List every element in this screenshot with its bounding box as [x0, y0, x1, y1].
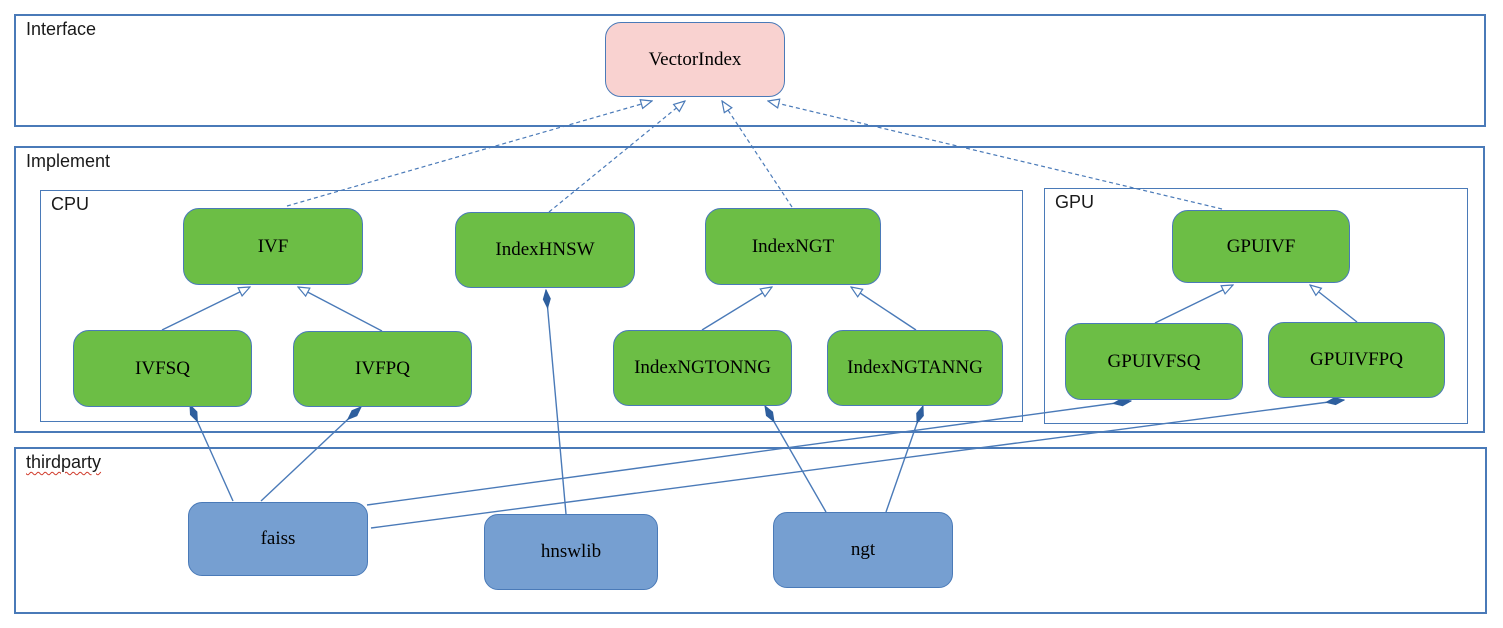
edge-realization-indexngt-vectorindex	[722, 101, 793, 208]
section-thirdparty[interactable]: thirdparty	[14, 447, 1487, 614]
node-indexngtanng[interactable]: IndexNGTANNG	[827, 330, 1003, 406]
node-ivf[interactable]: IVF	[183, 208, 363, 285]
edge-composition-ivfpq-faiss	[260, 407, 361, 502]
edge-realization-ivf-vectorindex	[286, 101, 652, 207]
edge-composition-ivfsq-faiss	[189, 405, 234, 502]
section-implement-label: Implement	[26, 151, 111, 171]
edge-generalization-gpuivfpq-gpuivf	[1310, 285, 1358, 323]
node-indexngtonng[interactable]: IndexNGTONNG	[613, 330, 792, 406]
edge-realization-gpuivf-vectorindex	[768, 101, 1223, 210]
node-indexngt[interactable]: IndexNGT	[705, 208, 881, 285]
edge-generalization-gpuivfsq-gpuivf	[1154, 285, 1233, 324]
node-gpuivf[interactable]: GPUIVF	[1172, 210, 1350, 283]
node-indexngt-label: IndexNGT	[751, 235, 835, 257]
node-ivfsq-label: IVFSQ	[135, 357, 190, 379]
node-hnswlib[interactable]: hnswlib	[484, 514, 658, 590]
node-vectorindex[interactable]: VectorIndex	[605, 22, 785, 97]
section-gpu-label: GPU	[1055, 192, 1095, 212]
node-indexhnsw-label: IndexHNSW	[495, 239, 595, 260]
section-interface[interactable]: Interface	[14, 14, 1486, 127]
section-thirdparty-label: thirdparty	[26, 452, 102, 472]
edge-generalization-indexngtanng-indexngt	[851, 287, 917, 331]
section-cpu[interactable]: CPU	[40, 190, 1023, 422]
section-implement[interactable]: Implement	[14, 146, 1485, 433]
node-faiss[interactable]: faiss	[188, 502, 368, 576]
edge-composition-gpuivfpq-faiss	[370, 400, 1344, 529]
node-ngt[interactable]: ngt	[773, 512, 953, 588]
node-indexngtanng-label: IndexNGTANNG	[847, 357, 983, 378]
node-ivfpq[interactable]: IVFPQ	[293, 331, 472, 407]
node-ngt-label: ngt	[850, 539, 876, 560]
node-faiss-label: faiss	[260, 528, 296, 549]
edge-generalization-ivfpq-ivf	[298, 287, 383, 332]
node-gpuivfsq-label: GPUIVFSQ	[1107, 350, 1201, 372]
edge-realization-indexhnsw-vectorindex	[548, 101, 685, 213]
section-cpu-label: CPU	[51, 194, 90, 214]
node-gpuivf-label: GPUIVF	[1226, 235, 1296, 257]
node-hnswlib-label: hnswlib	[540, 541, 602, 562]
node-indexngtonng-label: IndexNGTONNG	[634, 357, 771, 378]
node-indexhnsw[interactable]: IndexHNSW	[455, 212, 635, 288]
section-interface-label: Interface	[26, 19, 97, 39]
node-vectorindex-label: VectorIndex	[648, 48, 742, 70]
section-gpu[interactable]: GPU	[1044, 188, 1468, 424]
node-gpuivfpq[interactable]: GPUIVFPQ	[1268, 322, 1445, 398]
edge-generalization-indexngtonng-indexngt	[701, 287, 772, 331]
node-gpuivfsq[interactable]: GPUIVFSQ	[1065, 323, 1243, 400]
node-ivfpq-label: IVFPQ	[355, 358, 410, 379]
edge-composition-indexhnsw-hnswlib	[546, 290, 567, 515]
edge-composition-indexngtanng-ngt	[885, 406, 923, 513]
edge-composition-gpuivfsq-faiss	[366, 401, 1131, 506]
edge-composition-indexngtonng-ngt	[765, 406, 827, 513]
node-ivf-label: IVF	[257, 235, 289, 257]
edge-generalization-ivfsq-ivf	[161, 287, 250, 331]
node-gpuivfpq-label: GPUIVFPQ	[1310, 349, 1403, 370]
node-ivfsq[interactable]: IVFSQ	[73, 330, 252, 407]
